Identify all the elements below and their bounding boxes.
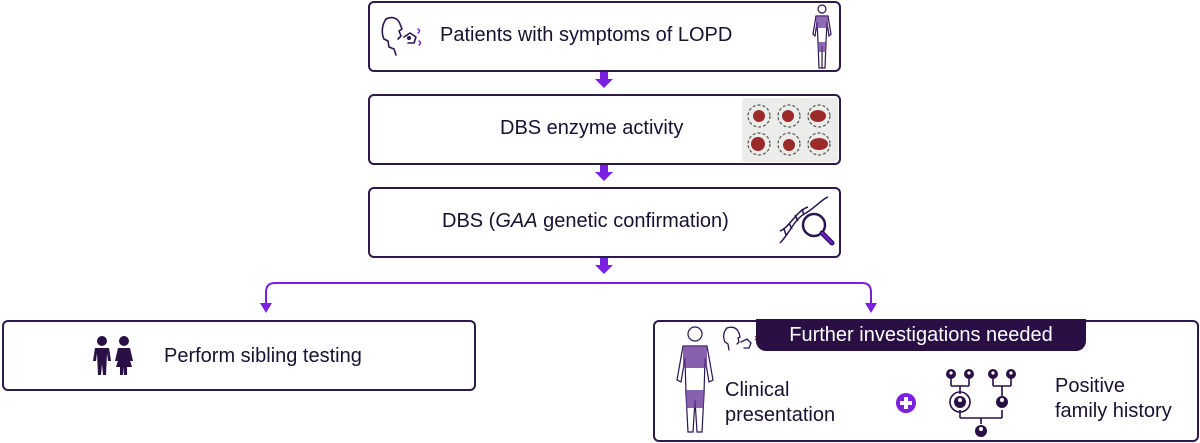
down-arrow-1: [595, 72, 613, 88]
symptoms-box: Patients with symptoms of LOPD: [368, 1, 841, 72]
plus-icon: [896, 393, 916, 413]
clinical-line-1: Clinical: [725, 379, 790, 401]
body-with-cough-icon: [676, 326, 758, 433]
down-arrow-2: [595, 165, 613, 181]
genetic-label-gene: GAA: [495, 210, 538, 232]
clinical-presentation-label: Clinical presentation: [725, 378, 835, 428]
down-arrow-3: [595, 258, 613, 274]
branch-arrow-right: [865, 303, 877, 313]
sibling-label: Perform sibling testing: [164, 345, 362, 367]
further-investigations-box: Clinical presentation: [653, 320, 1199, 442]
clinical-line-2: presentation: [725, 404, 836, 426]
coughing-person-icon: [381, 16, 422, 56]
enzyme-box: DBS enzyme activity: [368, 94, 841, 165]
further-investigations-banner: Further investigations needed: [756, 319, 1086, 351]
sibling-box: Perform sibling testing: [2, 320, 476, 391]
blood-spot-card-icon: [742, 98, 838, 162]
family-line-1: Positive: [1055, 375, 1126, 397]
dna-magnifier-icon: [779, 196, 835, 246]
family-history-label: Positive family history: [1055, 374, 1172, 424]
branch-connector: [265, 282, 872, 306]
symptoms-label: Patients with symptoms of LOPD: [440, 24, 733, 46]
family-line-2: family history: [1055, 400, 1172, 422]
enzyme-label: DBS enzyme activity: [500, 117, 684, 139]
genetic-label: DBS (GAA genetic confirmation): [442, 210, 729, 233]
muscle-body-icon: [812, 4, 832, 69]
branch-arrow-left: [260, 303, 272, 313]
children-icon: [93, 336, 133, 375]
genetic-label-suffix: genetic confirmation): [537, 210, 729, 232]
pedigree-icon: [946, 369, 1016, 437]
genetic-label-prefix: DBS (: [442, 210, 496, 232]
genetic-box: DBS (GAA genetic confirmation): [368, 187, 841, 258]
